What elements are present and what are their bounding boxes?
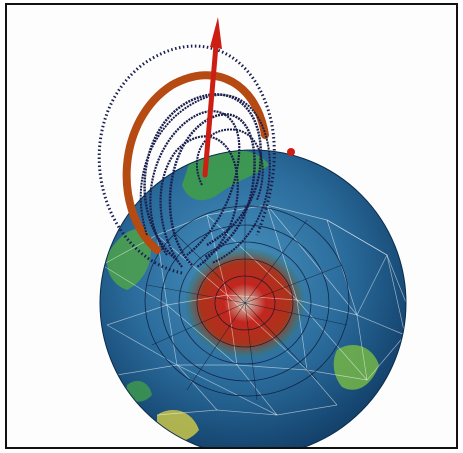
globe-scene [97, 17, 407, 447]
globe [99, 149, 407, 447]
field-line-orange [122, 71, 269, 254]
pole-marker [287, 148, 295, 156]
field-lines [97, 44, 276, 275]
field-line-dark-1 [143, 93, 262, 261]
field-line-dark-2 [168, 113, 256, 266]
rotation-axis-arrow [202, 17, 222, 178]
field-line-dark-5 [139, 94, 271, 264]
field-line-dark-3 [149, 110, 241, 256]
figure-frame [5, 3, 458, 449]
field-line-dark-6 [196, 128, 264, 201]
field-line-dark-4 [159, 135, 239, 268]
meridian-lines [146, 205, 348, 401]
